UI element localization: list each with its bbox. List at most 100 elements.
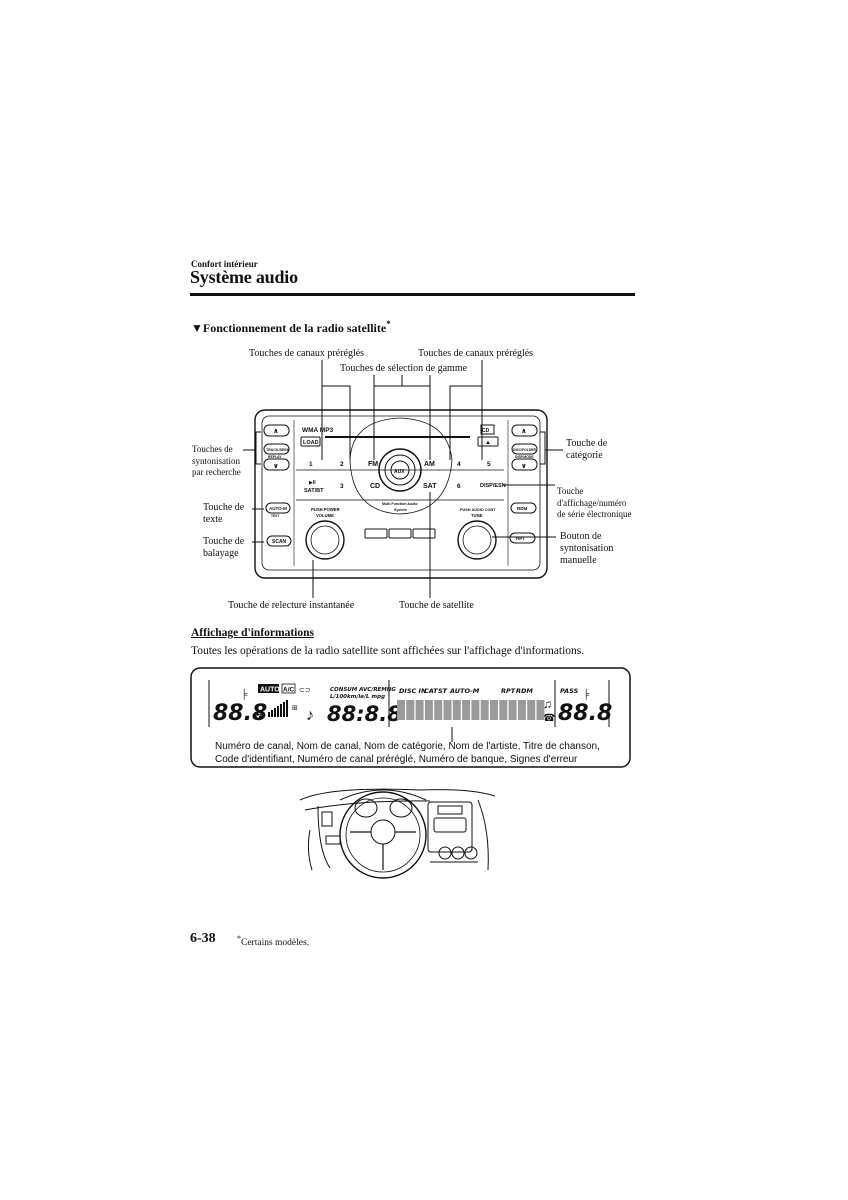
label-disc-folder: DISC/FOLDER [513,448,537,452]
label-disp-esn: DISP/ESN [480,483,506,489]
lcd-pass: PASS [560,687,579,695]
preset-5: 5 [487,461,491,468]
dot-matrix-cell [471,700,480,720]
label-format: WMA MP3 [302,427,334,434]
callout-manual-tune: Bouton de syntonisation manuelle [560,531,614,566]
subsection-title: Fonctionnement de la radio satellite [202,321,387,335]
dot-matrix-cell [443,700,452,720]
label-system-1: Multi Function Audio [382,502,418,506]
label-tune-2: TUNE [471,513,483,518]
dot-matrix-cell [424,700,433,720]
category-down-icon: ∨ [521,463,527,470]
footnote-text: Certains modèles. [241,938,310,949]
display-caption-1: Numéro de canal, Nom de canal, Nom de ca… [215,741,600,752]
thermometer-right-icon: ╞ [583,688,590,700]
preset-1: 1 [309,461,313,468]
preset-4: 4 [457,461,461,468]
page-number: 6-38 [190,931,216,946]
preset-6: 6 [457,483,461,490]
label-replay: REPLAY [268,455,282,459]
dot-matrix-cell [490,700,498,720]
label-volume-2: VOLUME [316,513,334,518]
lcd-rdm: RDM [516,687,533,695]
callout-instant-replay: Touche de relecture instantanée [228,600,355,611]
info-display-heading: Affichage d'informations [191,627,314,639]
lcd-seg-left: 88.8 [213,701,267,726]
callout-preset-right: Touches de canaux préréglés [418,348,534,359]
dot-matrix-cell [527,700,536,720]
band-cd: CD [370,483,380,490]
footnote: *Certains modèles. [237,934,309,948]
seek-down-icon: ∨ [273,463,279,470]
callout-preset-left: Touches de canaux préréglés [249,348,365,359]
lcd-rpt: RPT [501,687,516,695]
label-tune-1: PUSH AUDIO CONT [460,508,496,512]
dot-matrix-cell [452,700,461,720]
lcd-cat: CAT [424,687,438,695]
label-volume-1: PUSH POWER [311,507,340,512]
dot-matrix-area [397,700,545,720]
label-load: LOAD [303,440,319,446]
lcd-st: ST [438,687,448,695]
label-system-2: System [394,508,407,512]
band-sat: SAT [423,483,437,490]
callout-band: Touches de sélection de gamme [340,363,468,374]
defrost-icon: ⊞ [292,705,298,712]
dot-matrix-cell [434,700,443,720]
cd-logo-icon: CD [482,428,490,434]
lcd-consum-1: CONSUM AVC/REMNG [330,687,396,693]
dot-matrix-cell [397,700,405,720]
play-pause-icon: ▶II [309,480,316,486]
callout-category: Touche de catégorie [566,438,608,461]
callout-scan: Touche de balayage [203,536,245,559]
callout-display-esn: Touche d'affichage/numéro de série élect… [557,486,632,519]
preset-2: 2 [340,461,344,468]
dot-matrix-cell [406,700,415,720]
lcd-auto-m: AUTO-M [449,687,480,695]
eject-icon: ▲ [485,440,491,446]
label-text-small: TEXT [271,514,279,518]
label-track-seek: TRACK/SEEK [266,448,290,452]
aux-label: AUX [394,469,405,475]
car-icon: ⊂⊃ [299,687,311,694]
footnote-star: * [237,934,241,943]
lcd-consum-2: L/100km/le/L mpg [330,694,385,700]
callout-text: Touche de texte [203,502,245,525]
band-am: AM [424,461,435,468]
label-rdm: RDM [517,506,527,511]
lcd-disc-in: DISC IN [399,687,427,695]
lcd-seg-mid: 88:8.8 [327,702,402,726]
header-rule [190,293,635,296]
thermometer-left-icon: ╞ [241,688,248,700]
page-title: Système audio [190,267,298,287]
label-scan: SCAN [272,539,287,545]
label-rpt: RPT [516,536,525,541]
dot-matrix-cell [499,700,508,720]
phone-icon: ☎ [543,713,555,724]
lcd-auto: AUTO [260,687,280,694]
label-auto-m: AUTO-M [269,506,287,511]
subsection-heading: ▼Fonctionnement de la radio satellite* [191,319,391,336]
band-fm: FM [368,461,378,468]
label-sat-bt: SAT/BT [304,488,324,494]
category-up-icon: ∧ [521,428,527,435]
triangle-marker-icon: ▼ [191,321,203,335]
dot-matrix-cell [415,700,424,720]
dot-matrix-cell [517,700,526,720]
callout-satellite: Touche de satellite [399,600,474,611]
preset-3: 3 [340,483,344,490]
lcd-seg-right: 88.8 [558,701,612,726]
callout-seek: Touches de syntonisation par recherche [192,444,241,477]
display-caption-2: Code d'identifiant, Numéro de canal prér… [215,754,578,765]
dot-matrix-cell [462,700,471,720]
dot-matrix-cell [536,700,545,720]
info-display-body: Toutes les opérations de la radio satell… [191,645,585,657]
dot-matrix-cell [508,700,517,720]
section-name: Confort intérieur [191,259,258,269]
label-disp-mode: DISP.MODE [515,455,534,459]
airflow-icon: ♪ [306,707,314,724]
fan-icon: ✤ [256,710,264,721]
asterisk-mark: * [386,319,391,329]
